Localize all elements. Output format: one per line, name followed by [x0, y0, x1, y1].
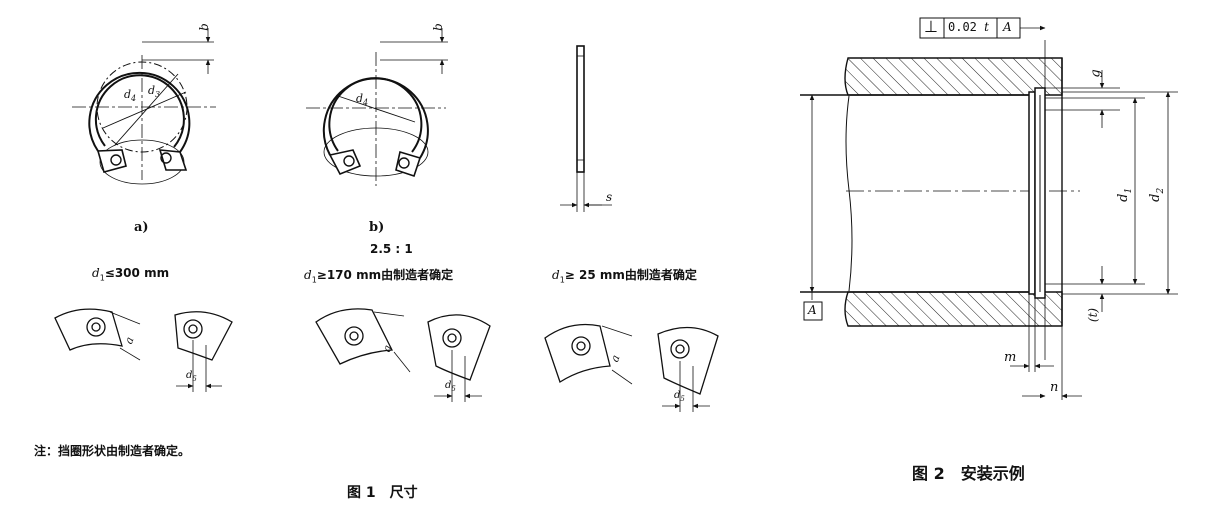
subfigure-b-label: b) [369, 220, 385, 235]
condition-2: d1≥170 mm由制造者确定 [304, 268, 454, 285]
dim-d2-label: d2 [1148, 187, 1166, 202]
tolerance-frame [919, 17, 1021, 39]
datum-a-label: A [808, 303, 817, 317]
dim-d5-label-2: d5 [445, 380, 456, 393]
perpendicularity-symbol: ⊥ [924, 17, 938, 36]
dim-g-label: g [1088, 69, 1104, 78]
dim-d1-label: d1 [1116, 187, 1134, 202]
ring-a-drawing [72, 28, 216, 185]
datum-box [803, 301, 823, 321]
ring-b-drawing [306, 28, 448, 186]
dim-s-label: s [606, 190, 613, 204]
dim-m-label: m [1004, 350, 1017, 365]
figure1-note: 注：挡圈形状由制造者确定。 [34, 444, 191, 458]
dim-n-label: n [1050, 380, 1059, 395]
dim-d4-label-b: d4 [356, 92, 369, 108]
scale-label: 2.5 : 1 [370, 242, 413, 256]
install-example-drawing [800, 25, 1178, 400]
dim-d5-label-3: d5 [674, 390, 685, 403]
condition-1: d1≤300 mm [92, 266, 170, 283]
dim-d5-label-1: d5 [186, 370, 197, 383]
ring-side-view [560, 45, 612, 212]
figure1-caption: 图 1 尺寸 [347, 485, 418, 501]
tolerance-datum: A [1003, 20, 1012, 34]
dim-t-label: (t) [1086, 307, 1101, 323]
dim-d3-label-a: d3 [148, 84, 161, 100]
dim-b-label-a: b [196, 23, 211, 31]
tolerance-value: 0.02 t [948, 20, 989, 34]
subfigure-a-label: a) [134, 220, 149, 235]
condition-3: d1≥ 25 mm由制造者确定 [552, 268, 697, 285]
dim-b-label-b: b [430, 23, 445, 31]
figure2-caption: 图 2 安装示例 [912, 464, 1025, 483]
lug-details [54, 308, 719, 412]
dim-d4-label-a: d4 [124, 88, 137, 104]
